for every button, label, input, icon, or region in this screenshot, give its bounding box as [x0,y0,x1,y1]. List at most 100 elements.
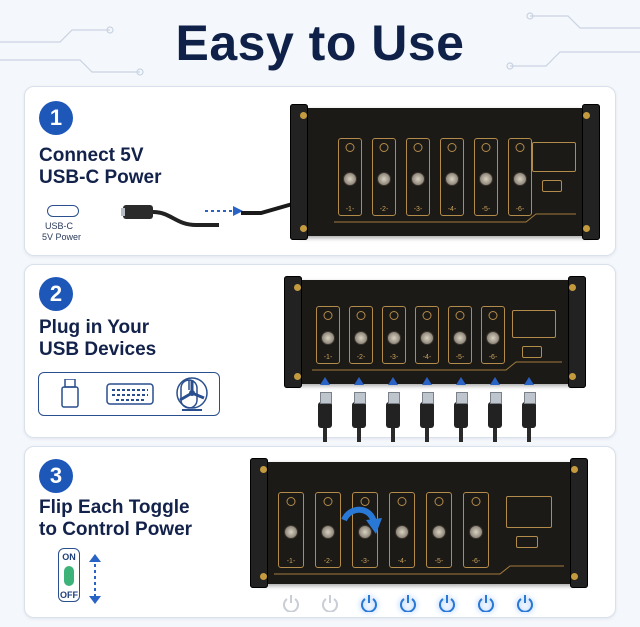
toggle-switch-1[interactable] [321,331,335,346]
screw [294,373,301,380]
usb-plug-icon [352,392,366,442]
end-cap [250,458,268,588]
step-2-line-1: Plug in Your [39,317,150,338]
insert-arrow-icon [422,377,432,385]
toggle-switch-4[interactable] [395,524,409,539]
screw [571,573,578,580]
port-bay-2: -2- [315,492,341,568]
port-label-4: -4- [397,558,407,565]
end-cap [290,104,308,240]
usb-plug-icon [318,392,332,442]
port-label-5: -5- [434,558,444,565]
screw [569,373,576,380]
power-led-icon [397,497,407,506]
toggle-switch-5[interactable] [479,171,493,186]
circuit-decoration-right [506,12,640,70]
port-label-3: -3- [389,354,399,361]
power-led-icon [488,311,498,320]
power-led-icon [515,143,525,152]
port-label-2: -2- [356,354,366,361]
power-led-icon [434,497,444,506]
port-label-1: -1- [323,354,333,361]
display-screen [512,310,556,338]
end-cap [570,458,588,588]
toggle-switch-6[interactable] [513,171,527,186]
toggle-switch-3[interactable] [411,171,425,186]
power-on-icon [517,595,533,612]
toggle-switch-2[interactable] [377,171,391,186]
usb-plug-icon [454,392,468,442]
screw [571,466,578,473]
power-led-icon [345,143,355,152]
power-led-icon [323,497,333,506]
toggle-switch-6[interactable] [469,524,483,539]
screw [260,466,267,473]
port-bay-3: -3- [406,138,430,216]
port-bay-6: -6- [508,138,532,216]
port-bay-3: -3- [382,306,406,364]
power-led-icon [481,143,491,152]
usb-hub-device-3: -1--2--3--4--5--6- [250,458,588,588]
port-bay-4: -4- [440,138,464,216]
port-label-3: -3- [413,206,423,213]
power-led-icon [379,143,389,152]
port-label-2: -2- [323,558,333,565]
step-3-badge: 3 [39,459,73,493]
toggle-switch-2[interactable] [321,524,335,539]
port-label-5: -5- [481,206,491,213]
toggle-switch-4[interactable] [420,331,434,346]
toggle-switch-6[interactable] [486,331,500,346]
toggle-switch-3[interactable] [358,524,372,539]
circuit-trace [274,565,564,575]
screw [569,284,576,291]
usb-plug-icon [488,392,502,442]
end-cap [582,104,600,240]
port-bay-1: -1- [278,492,304,568]
usb-plug-icon [522,392,536,442]
power-off-icon [322,595,338,612]
power-led-icon [389,311,399,320]
step-3-line-1: Flip Each Toggle [39,497,190,518]
usb-hub-device-1: -1--2--3--4--5--6- [290,104,600,240]
port-label-6: -6- [515,206,525,213]
step-3-line-2: to Control Power [39,519,193,540]
port-label-4: -4- [422,354,432,361]
end-cap [284,276,302,388]
usb-plug-icon [420,392,434,442]
end-cap [568,276,586,388]
toggle-switch-3[interactable] [387,331,401,346]
usb-drive-icon [61,379,80,408]
screw [300,112,307,119]
circuit-trace [312,361,562,371]
toggle-switch-1[interactable] [343,171,357,186]
power-led-icon [360,497,370,506]
insert-arrow-icon [354,377,364,385]
step-2-badge: 2 [39,277,73,311]
screw [260,573,267,580]
power-led-icon [447,143,457,152]
serial-connector [522,346,542,358]
port-label-1: -1- [286,558,296,565]
display-screen [532,142,576,172]
toggle-switch-1[interactable] [284,524,298,539]
port-label-5: -5- [455,354,465,361]
port-bay-5: -5- [448,306,472,364]
port-bay-1: -1- [338,138,362,216]
port-bay-2: -2- [349,306,373,364]
step-1-line-1: Connect 5V [39,145,144,166]
usb-c-cable-icon [121,205,219,227]
toggle-switch-4[interactable] [445,171,459,186]
toggle-switch-5[interactable] [432,524,446,539]
serial-connector [542,180,562,192]
usb-plug-icon [386,392,400,442]
port-label-1: -1- [345,206,355,213]
power-led-icon [471,497,481,506]
toggle-switch-2[interactable] [354,331,368,346]
up-down-arrow-icon [89,554,101,604]
toggle-switch-5[interactable] [453,331,467,346]
insert-arrow-icon [490,377,500,385]
step-1-badge: 1 [39,101,73,135]
screw [294,284,301,291]
power-off-icon [283,595,299,612]
display-screen [506,496,552,528]
